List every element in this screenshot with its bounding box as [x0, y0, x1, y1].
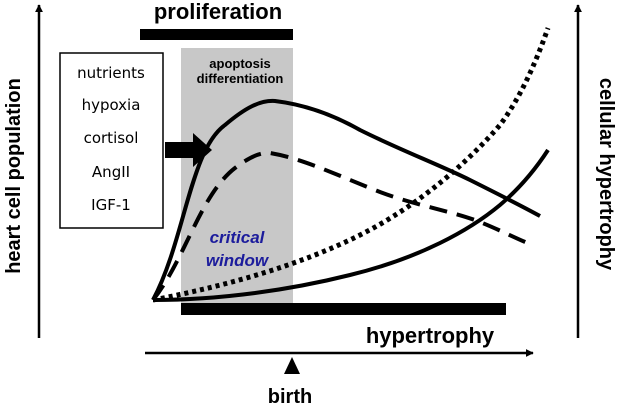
population-curve-dashed	[151, 150, 531, 302]
apoptosis-label: apoptosis	[209, 56, 270, 71]
right-axis-label: cellular hypertrophy	[595, 78, 617, 271]
population-curve-solid	[151, 98, 541, 301]
hypertrophy-bar	[181, 303, 506, 315]
factor-item: AngII	[92, 163, 130, 181]
proliferation-bar	[140, 29, 293, 40]
hypertrophy-label: hypertrophy	[366, 323, 495, 348]
differentiation-label: differentiation	[197, 71, 284, 86]
critical-window-region	[181, 48, 293, 308]
hypertrophy-curve-dotted	[152, 27, 551, 303]
factor-item: nutrients	[77, 64, 145, 82]
factors-box	[59, 52, 164, 229]
left-axis-label: heart cell population	[3, 78, 25, 274]
birth-marker	[284, 357, 300, 374]
factor-item: IGF-1	[91, 196, 131, 214]
critical-label: critical	[210, 228, 266, 247]
proliferation-label: proliferation	[154, 0, 282, 24]
factor-item: hypoxia	[82, 96, 141, 114]
hypertrophy-curve-solid	[152, 148, 550, 302]
birth-label: birth	[268, 386, 312, 408]
window-label: window	[206, 251, 270, 270]
factor-item: cortisol	[84, 129, 139, 147]
